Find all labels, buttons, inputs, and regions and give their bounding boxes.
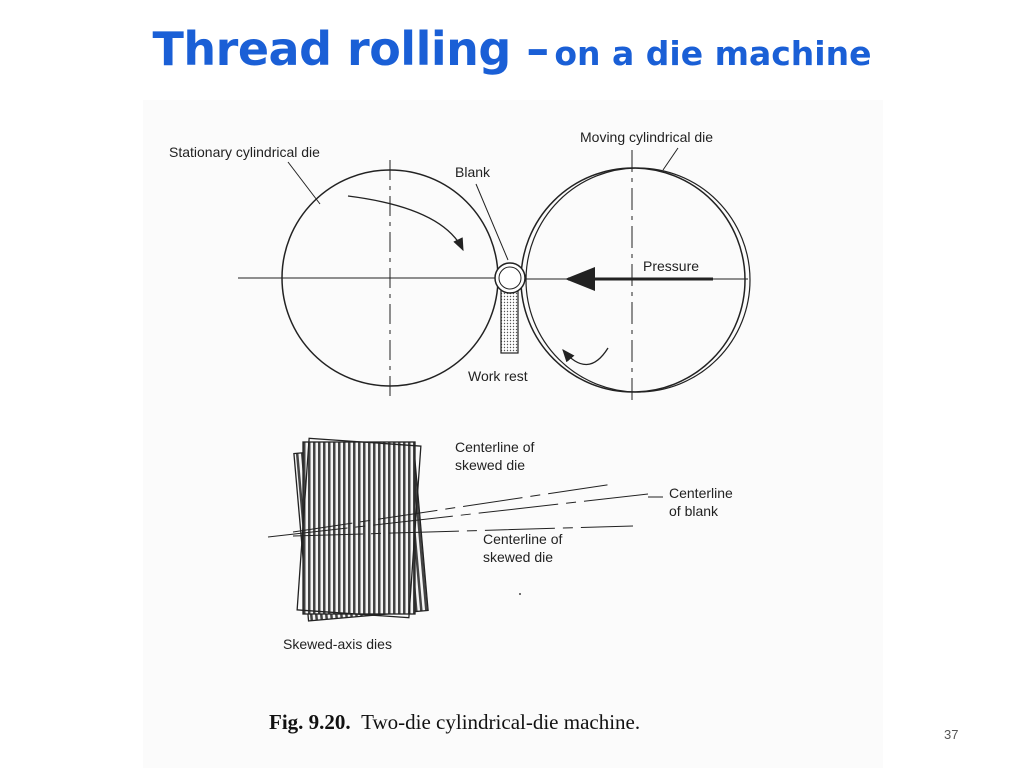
label-skewed-axis-dies: Skewed-axis dies [283, 636, 392, 652]
centerline-skewed-lower [292, 483, 614, 533]
title-main: Thread rolling – [152, 22, 550, 76]
label-centerline-skewed-top-2: skewed die [455, 457, 525, 473]
label-centerline-skewed-bottom-2: skewed die [483, 549, 553, 565]
label-work-rest: Work rest [468, 368, 528, 384]
title-sub: on a die machine [554, 34, 872, 73]
page-number: 37 [944, 727, 959, 742]
slide-title: Thread rolling – on a die machine [0, 22, 1024, 76]
thread-rolling-diagram: Stationary cylindrical die Moving cylind… [169, 129, 751, 734]
label-centerline-skewed-top-1: Centerline of [455, 439, 534, 455]
label-pressure: Pressure [643, 258, 699, 274]
centerline-blank-line [267, 493, 649, 538]
leader-blank [475, 183, 509, 261]
leader-stationary [287, 161, 321, 205]
caption-number: Fig. 9.20. [269, 710, 351, 734]
stationary-rotation-arrow [347, 195, 464, 252]
moving-rotation-arrow [562, 347, 609, 366]
figure-panel: Stationary cylindrical die Moving cylind… [143, 100, 883, 768]
work-rest [500, 287, 519, 354]
label-blank: Blank [455, 164, 491, 180]
label-centerline-blank-1: Centerline [669, 485, 733, 501]
label-stationary-die: Stationary cylindrical die [169, 144, 320, 160]
label-centerline-blank-2: of blank [669, 503, 719, 519]
skewed-axis-dies [293, 437, 429, 622]
blank-and-work-rest [494, 262, 526, 354]
caption-text: Two-die cylindrical-die machine. [361, 710, 640, 734]
label-moving-die: Moving cylindrical die [580, 129, 713, 145]
leader-moving [662, 147, 679, 171]
figure-caption: Fig. 9.20. Two-die cylindrical-die machi… [269, 710, 640, 734]
label-centerline-skewed-bottom-1: Centerline of [483, 531, 562, 547]
stationary-die [238, 160, 499, 400]
centerline-skewed-upper [292, 525, 634, 537]
